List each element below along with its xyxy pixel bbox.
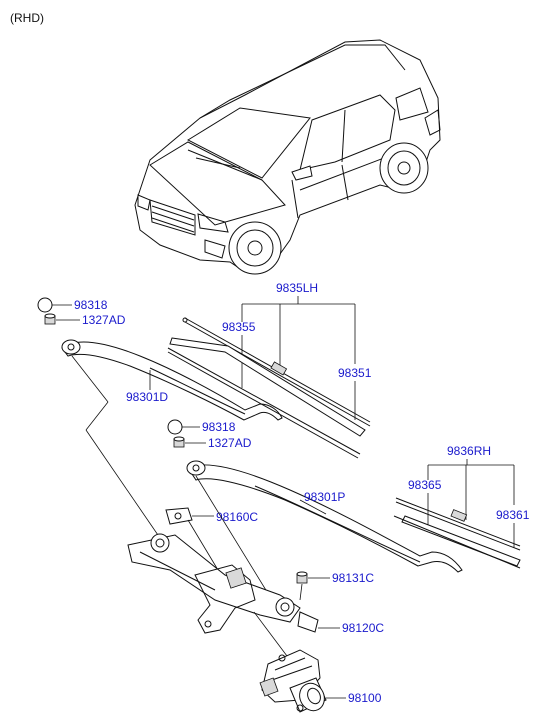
label-9836rh: 9836RH xyxy=(447,444,491,458)
label-98131c: 98131C xyxy=(332,571,374,585)
wiper-blade-left xyxy=(167,337,366,459)
label-98365: 98365 xyxy=(408,478,442,492)
cap-98318-left xyxy=(37,297,53,313)
nut-1327ad-right xyxy=(173,436,185,448)
label-98351: 98351 xyxy=(338,366,372,380)
label-98100: 98100 xyxy=(348,691,382,705)
label-1327ad-left: 1327AD xyxy=(82,313,126,327)
wiper-arm-left xyxy=(61,339,283,421)
nut-1327ad-left xyxy=(44,313,56,325)
wiper-linkage-98120c xyxy=(127,533,319,634)
wiper-blade-right xyxy=(393,497,521,569)
label-98160c: 98160C xyxy=(216,510,258,524)
label-98355: 98355 xyxy=(222,320,256,334)
wiper-motor-98100 xyxy=(259,649,327,713)
variant-label: (RHD) xyxy=(10,11,44,25)
label-9835lh: 9835LH xyxy=(276,281,318,295)
label-98361: 98361 xyxy=(496,508,530,522)
vehicle-illustration xyxy=(134,39,441,275)
label-98120c: 98120C xyxy=(342,621,384,635)
cap-98318-right xyxy=(167,419,183,435)
label-98318-left: 98318 xyxy=(74,298,108,312)
link-bracket-98160c xyxy=(165,507,193,525)
label-98318-right: 98318 xyxy=(202,420,236,434)
label-98301p: 98301P xyxy=(304,490,345,504)
wiper-arm-right xyxy=(186,460,463,573)
bolt-98131c xyxy=(296,571,308,584)
label-1327ad-right: 1327AD xyxy=(208,436,252,450)
label-98301d: 98301D xyxy=(126,390,168,404)
